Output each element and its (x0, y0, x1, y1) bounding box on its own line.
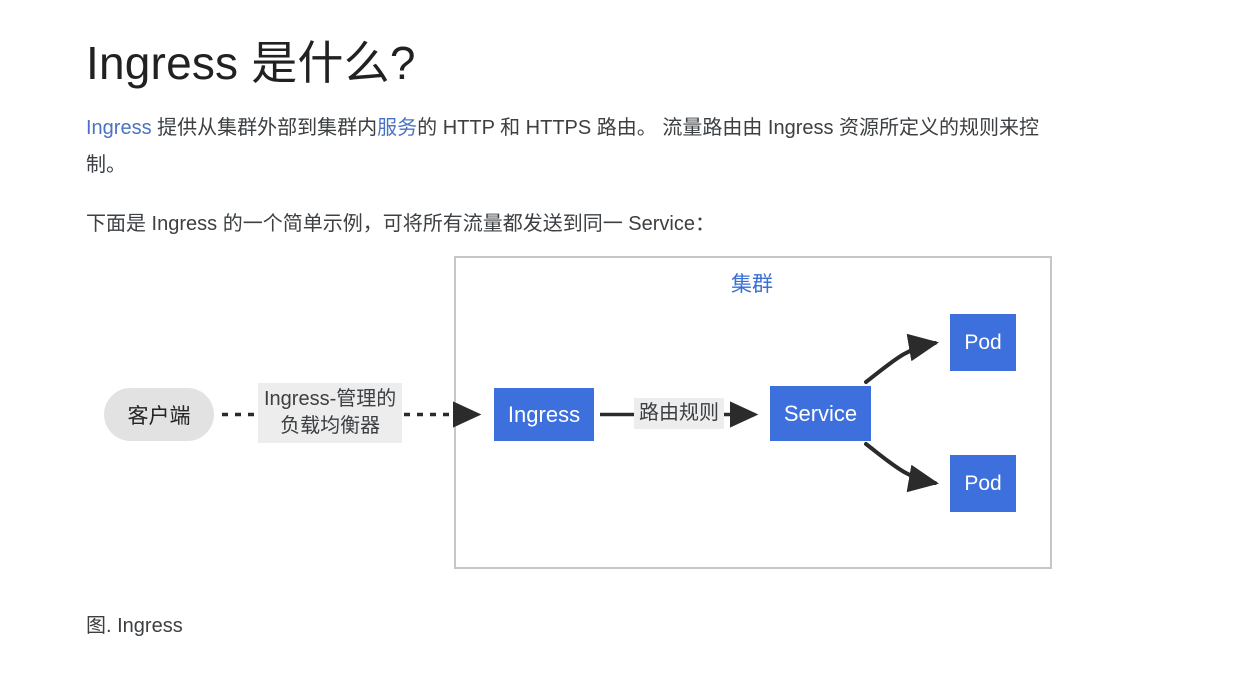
ingress-node: Ingress (494, 388, 594, 441)
connector-service-to-pod-bottom (864, 442, 939, 493)
pod-node-top-label: Pod (964, 330, 1002, 354)
paragraph-example: 下面是 Ingress 的一个简单示例，可将所有流量都发送到同一 Service… (86, 213, 715, 235)
paragraph-intro: Ingress 提供从集群外部到集群内服务的 HTTP 和 HTTPS 路由。 … (86, 110, 1061, 184)
cluster-label: 集群 (731, 273, 773, 296)
client-node-label: 客户端 (127, 404, 191, 428)
client-node: 客户端 (104, 388, 214, 441)
pod-node-bottom-label: Pod (964, 471, 1002, 495)
paragraph-intro-text-2: 的 HTTP 和 HTTPS 路由。 流量路由由 Ingress 资源所定义的规… (86, 117, 1040, 176)
figure-caption: 图. Ingress (86, 615, 183, 637)
service-node: Service (770, 386, 871, 441)
pod-node-top: Pod (950, 314, 1016, 371)
load-balancer-label-line2: 负载均衡器 (280, 415, 381, 437)
ingress-node-label: Ingress (507, 401, 581, 427)
pod-node-bottom: Pod (950, 455, 1016, 512)
routing-rule-label: 路由规则 (634, 398, 724, 429)
connector-service-to-pod-top (864, 333, 939, 384)
service-node-label: Service (783, 400, 858, 426)
load-balancer-label: Ingress-管理的 负载均衡器 (258, 383, 403, 443)
paragraph-intro-text-1: 提供从集群外部到集群内 (151, 117, 378, 139)
ingress-diagram: 集群 (0, 240, 1252, 590)
link-ingress[interactable]: Ingress (86, 117, 152, 139)
load-balancer-label-line1: Ingress-管理的 (264, 388, 397, 410)
link-service[interactable]: 服务 (377, 117, 418, 139)
page-title: Ingress 是什么? (86, 36, 416, 89)
